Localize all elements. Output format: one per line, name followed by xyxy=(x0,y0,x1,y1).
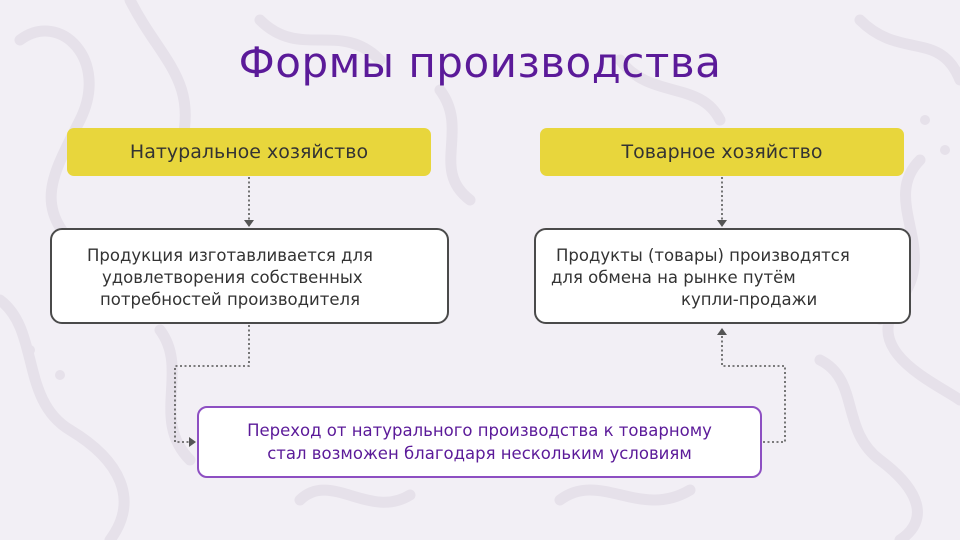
natural-description-line: потребностей производителя xyxy=(100,290,361,309)
natural-description-line: Продукция изготавливается для xyxy=(87,246,373,265)
commodity-description-line: Продукты (товары) производятся xyxy=(556,246,850,265)
natural-economy-description: Продукция изготавливается для удовлетвор… xyxy=(50,228,449,324)
commodity-economy-description: Продукты (товары) производятся для обмен… xyxy=(534,228,911,324)
natural-description-line: удовлетворения собственных xyxy=(102,268,363,287)
commodity-economy-header: Товарное хозяйство xyxy=(540,128,904,176)
transition-line: Переход от натурального производства к т… xyxy=(247,421,712,440)
slide-title: Формы производства xyxy=(238,38,722,87)
transition-line: стал возможен благодаря нескольким услов… xyxy=(267,444,692,463)
transition-box: Переход от натурального производства к т… xyxy=(197,406,762,478)
commodity-description-line: купли-продажи xyxy=(681,290,818,309)
commodity-description-line: для обмена на рынке путём xyxy=(551,268,796,287)
natural-economy-header: Натуральное хозяйство xyxy=(67,128,431,176)
